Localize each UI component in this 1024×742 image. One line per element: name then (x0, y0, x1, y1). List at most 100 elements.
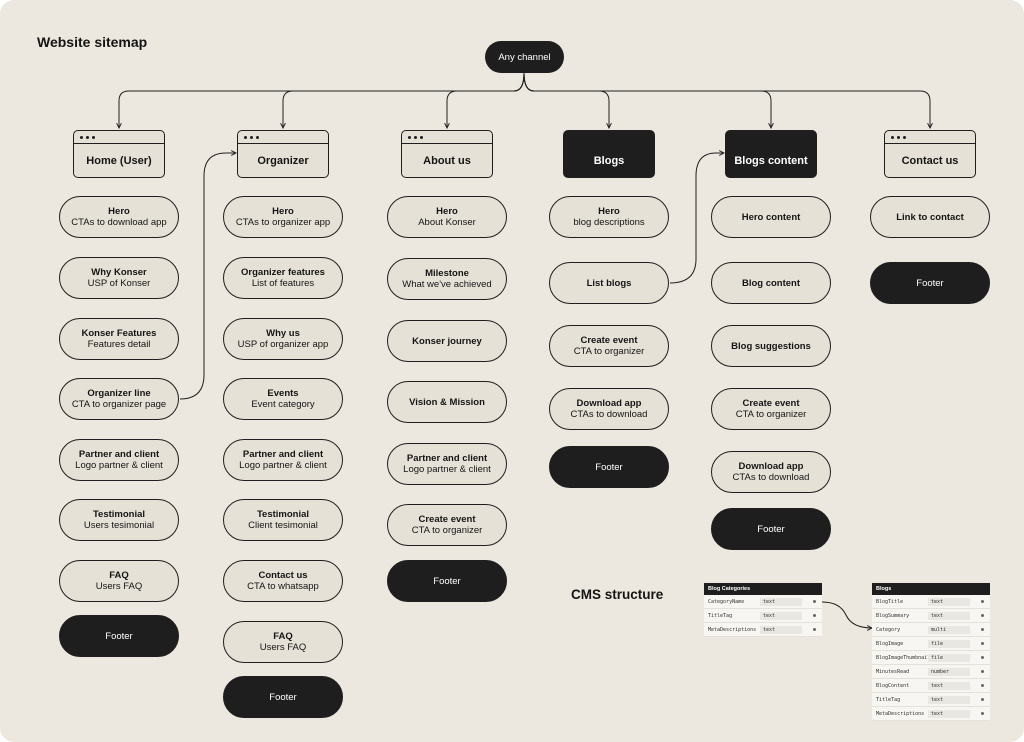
cms-table-header: Blogs (872, 583, 990, 595)
section-title: Events (267, 388, 299, 399)
section-title: List blogs (586, 277, 632, 289)
cms-field-type: text (928, 709, 970, 718)
section-node: List blogs (549, 262, 669, 304)
section-title: Testimonial (92, 509, 146, 520)
cms-field-type: text (928, 681, 970, 690)
window-dot-icon (732, 135, 735, 139)
window-bar (885, 131, 975, 144)
field-handle-icon (981, 670, 984, 673)
cms-field-type: text (760, 597, 802, 606)
section-title: Link to contact (896, 211, 964, 223)
window-dot-icon (576, 135, 579, 139)
cms-field-name: TitleTag (708, 612, 733, 619)
connector-root-4 (523, 72, 771, 128)
cms-field-name: MinutesRead (876, 668, 910, 675)
connector-root-1 (283, 72, 525, 128)
section-node: Hero content (711, 196, 831, 238)
cms-field-name: TitleTag (876, 696, 901, 703)
section-subtitle: USP of organizer app (237, 339, 329, 350)
section-title: Milestone (425, 268, 469, 279)
section-node: Konser journey (387, 320, 507, 362)
section-subtitle: Logo partner & client (239, 460, 327, 471)
window-bar (74, 131, 164, 144)
window-dot-icon (86, 135, 89, 139)
section-title: Hero content (741, 211, 801, 223)
cms-field-name: MetaDescriptions (708, 626, 757, 633)
footer-node: Footer (59, 615, 179, 657)
window-dot-icon (891, 135, 894, 139)
section-subtitle: Logo partner & client (403, 464, 491, 475)
window-bar (402, 131, 492, 144)
cms-field-name: MetaDescriptions (876, 710, 925, 717)
window-dot-icon (903, 135, 906, 139)
section-title: Konser journey (412, 335, 482, 347)
cms-field-type: text (928, 597, 970, 606)
window-dot-icon (80, 135, 83, 139)
window-dot-icon (897, 135, 900, 139)
section-title: Download app (738, 461, 804, 472)
connector-cms-category (821, 601, 872, 628)
page-label: Blogs content (734, 155, 808, 167)
section-node: Vision & Mission (387, 381, 507, 423)
section-subtitle: USP of Konser (87, 278, 151, 289)
page-node-home-user: Home (User) (73, 130, 165, 178)
section-subtitle: Users tesimonial (83, 520, 155, 531)
section-title: Why Konser (91, 267, 147, 278)
section-subtitle: List of features (251, 278, 315, 289)
section-title: Hero (598, 206, 620, 217)
section-title: Hero (436, 206, 458, 217)
field-handle-icon (813, 600, 816, 603)
section-node: Link to contact (870, 196, 990, 238)
section-title: Footer (433, 575, 461, 587)
section-title: Vision & Mission (409, 396, 485, 408)
section-title: Footer (105, 630, 133, 642)
window-dot-icon (744, 135, 747, 139)
connector-organizer-line (179, 153, 236, 400)
field-handle-icon (981, 712, 984, 715)
section-title: Partner and client (406, 453, 488, 464)
section-subtitle: What we've achieved (402, 279, 492, 290)
section-title: Organizer line (87, 388, 151, 399)
window-dot-icon (414, 135, 417, 139)
section-title: Konser Features (81, 328, 157, 339)
section-title: Contact us (258, 570, 308, 581)
window-dot-icon (738, 135, 741, 139)
cms-field-type: text (760, 625, 802, 634)
field-handle-icon (981, 656, 984, 659)
section-title: Organizer features (241, 267, 325, 278)
section-title: Create event (418, 514, 476, 525)
section-title: Create event (580, 335, 638, 346)
field-handle-icon (981, 684, 984, 687)
section-node: Blog suggestions (711, 325, 831, 367)
section-title: Hero (108, 206, 130, 217)
connector-root-2 (447, 72, 525, 128)
page-label: Contact us (901, 155, 959, 167)
cms-field-type: file (928, 639, 970, 648)
window-dot-icon (420, 135, 423, 139)
field-handle-icon (981, 642, 984, 645)
section-title: Create event (742, 398, 800, 409)
section-title: FAQ (273, 631, 293, 642)
page-node-blogs: Blogs (563, 130, 655, 178)
